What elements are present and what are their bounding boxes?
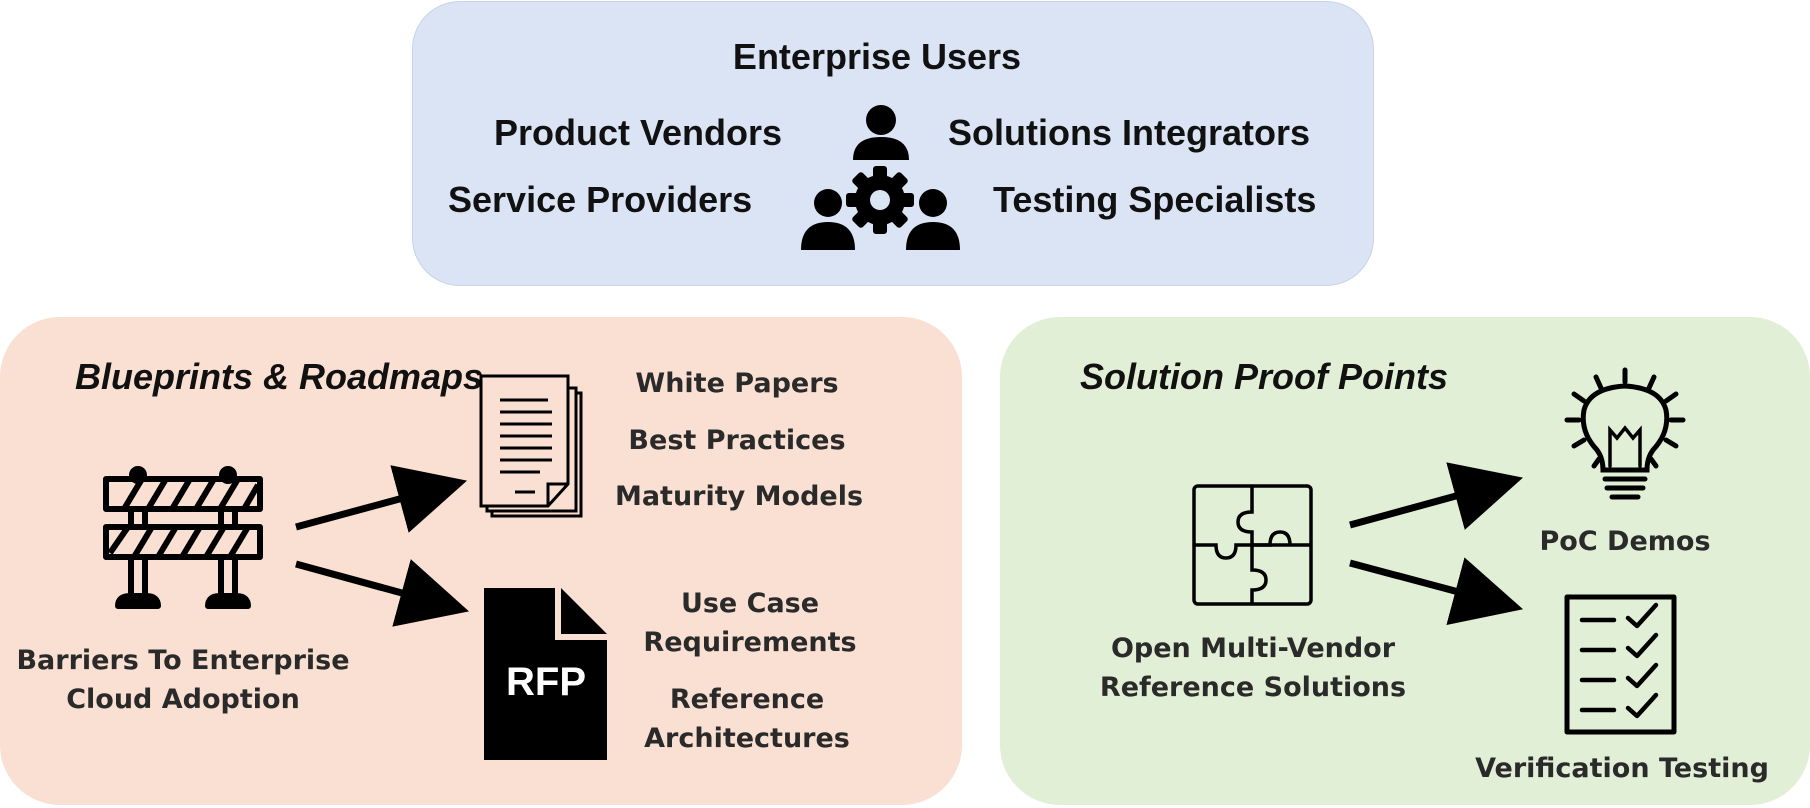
document-stack-icon bbox=[479, 374, 583, 518]
white-papers-label: White Papers bbox=[635, 368, 839, 399]
rfp-icon-text: RFP bbox=[506, 660, 586, 704]
barriers-label-line1: Barriers To Enterprise bbox=[16, 645, 350, 676]
service-providers-label: Service Providers bbox=[448, 179, 753, 220]
rfp-file-icon: RFP bbox=[484, 588, 607, 760]
architectures-label: Architectures bbox=[644, 723, 850, 754]
checklist-icon bbox=[1564, 594, 1677, 735]
reference-label: Reference bbox=[669, 684, 825, 715]
use-case-label: Use Case bbox=[680, 588, 820, 619]
enterprise-users-title: Enterprise Users bbox=[732, 36, 1022, 77]
arrow-icon bbox=[295, 465, 470, 627]
people-gear-icon bbox=[801, 105, 960, 250]
arrow-icon bbox=[1349, 462, 1524, 625]
lightbulb-icon bbox=[1564, 367, 1686, 500]
barricade-icon bbox=[103, 466, 263, 609]
blueprints-heading: Blueprints & Roadmaps bbox=[75, 356, 484, 397]
product-vendors-label: Product Vendors bbox=[494, 112, 783, 153]
proof-points-heading: Solution Proof Points bbox=[1080, 356, 1448, 397]
best-practices-label: Best Practices bbox=[628, 425, 846, 456]
requirements-label: Requirements bbox=[643, 627, 857, 658]
open-multivendor-label-line1: Open Multi-Vendor bbox=[1110, 633, 1396, 664]
verification-testing-label: Verification Testing bbox=[1475, 753, 1769, 784]
testing-specialists-label: Testing Specialists bbox=[993, 179, 1317, 220]
puzzle-icon bbox=[1192, 484, 1313, 606]
barriers-label-line2: Cloud Adoption bbox=[66, 684, 300, 715]
maturity-models-label: Maturity Models bbox=[614, 481, 864, 512]
open-multivendor-label-line2: Reference Solutions bbox=[1099, 672, 1407, 703]
poc-demos-label: PoC Demos bbox=[1539, 526, 1711, 557]
solutions-integrators-label: Solutions Integrators bbox=[948, 112, 1311, 153]
